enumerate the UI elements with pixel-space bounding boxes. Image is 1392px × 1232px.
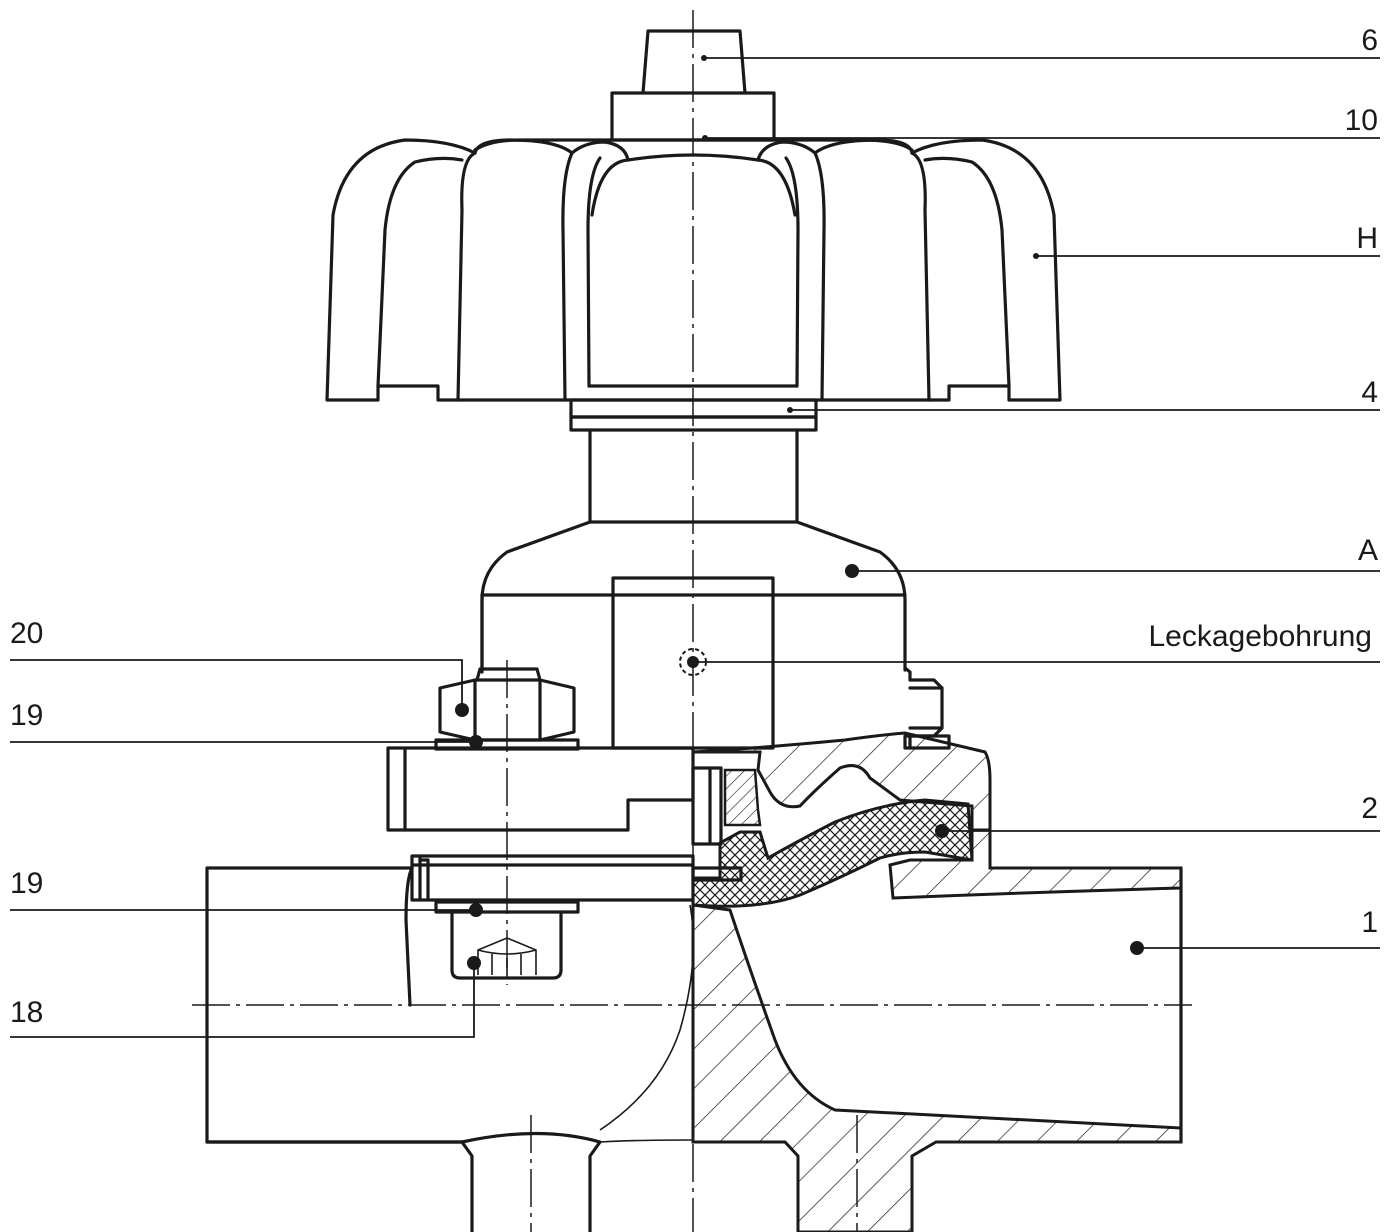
leader-lines — [10, 55, 1380, 1038]
callout-19-top: 19 — [10, 699, 43, 732]
callout-6: 6 — [1361, 24, 1378, 57]
bonnet-neck — [480, 398, 907, 750]
callout-20: 20 — [10, 617, 43, 650]
diaphragm — [691, 798, 974, 908]
callout-2: 2 — [1361, 792, 1378, 825]
callout-labels: 6 10 H 4 A Leckagebohrung 20 19 2 19 1 1… — [10, 24, 1378, 1029]
callout-a: A — [1358, 534, 1378, 567]
callout-1: 1 — [1361, 906, 1378, 939]
callout-18: 18 — [10, 996, 43, 1029]
left-bolt — [434, 667, 580, 980]
callout-19-bottom: 19 — [10, 867, 43, 900]
callout-leak-hole: Leckagebohrung — [1148, 620, 1372, 653]
callout-10: 10 — [1345, 104, 1378, 137]
callout-4: 4 — [1361, 376, 1378, 409]
valve-body — [205, 828, 1183, 1232]
callout-h: H — [1356, 222, 1378, 255]
